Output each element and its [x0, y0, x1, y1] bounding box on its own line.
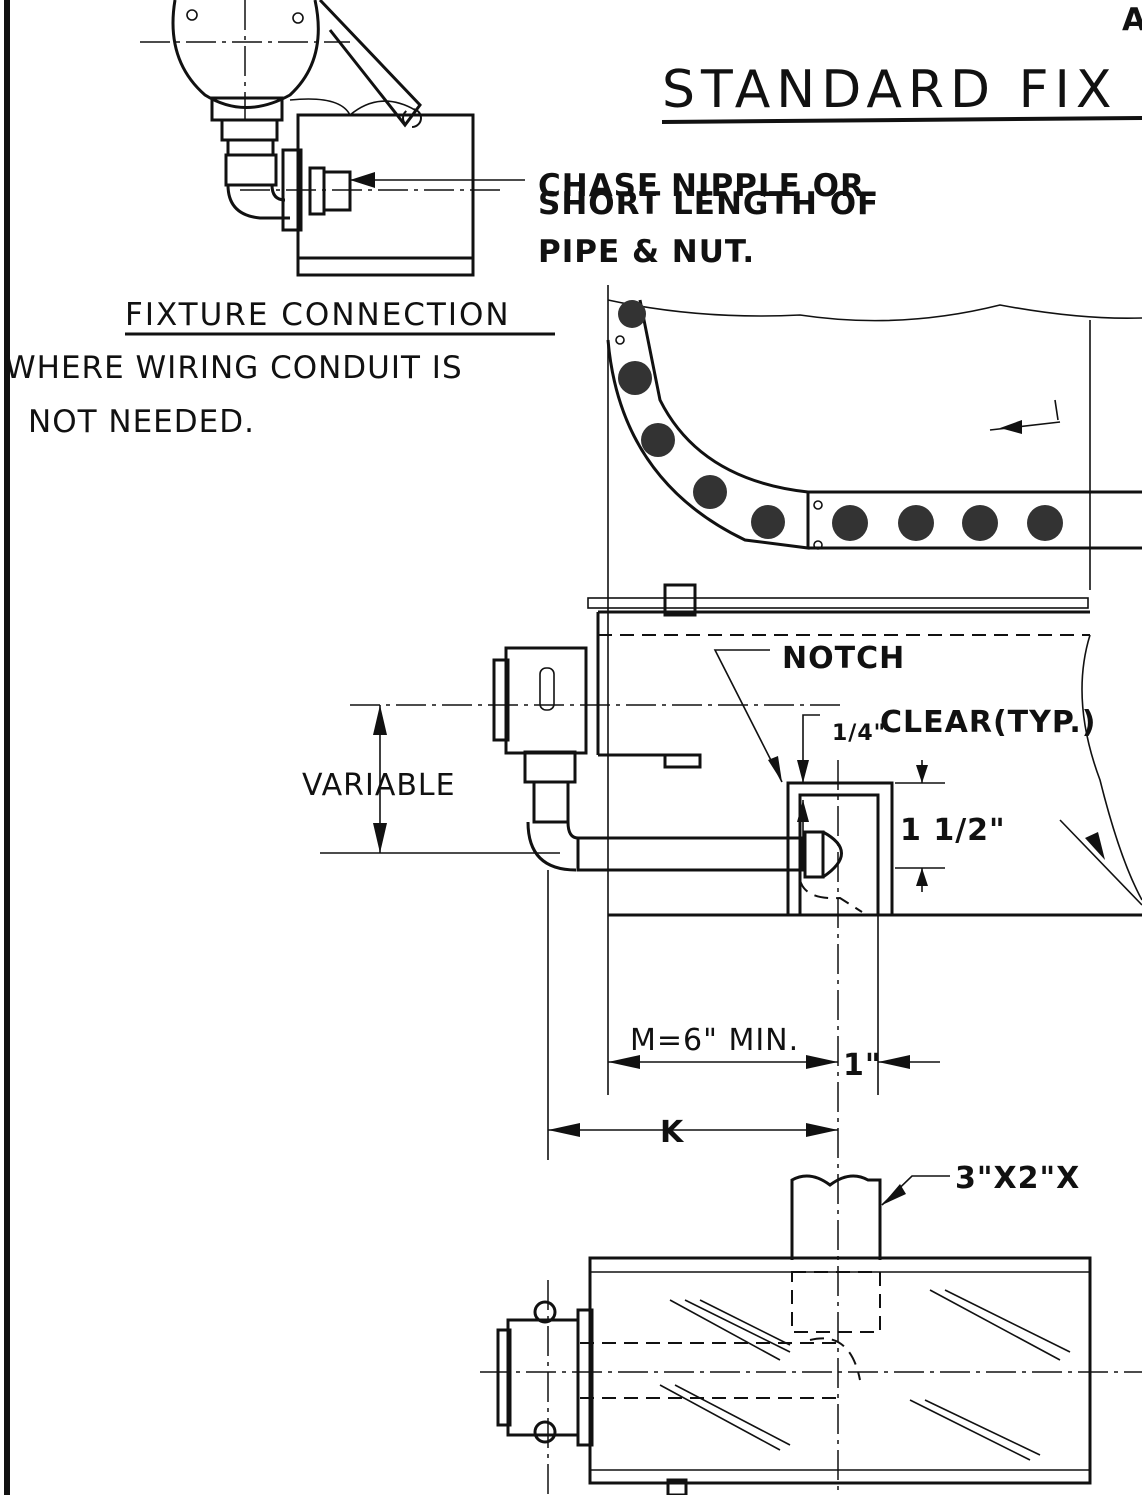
detail-caption-line-2: NOT NEEDED.	[28, 404, 255, 440]
m-dim-label: M=6" MIN.	[630, 1023, 799, 1058]
tube-label: 3"X2"X	[955, 1161, 1080, 1196]
variable-label: VARIABLE	[302, 768, 456, 803]
notch-label: NOTCH	[782, 641, 905, 676]
dimensions	[373, 649, 950, 1206]
chase-note: CHASE NIPPLE OR SHORT LENGTH OF PIPE & N…	[538, 168, 879, 270]
detail-title: FIXTURE CONNECTION	[125, 297, 511, 333]
fixture-plan-view	[480, 1174, 1142, 1497]
detail-caption-line-1: WHERE WIRING CONDUIT IS	[5, 350, 463, 386]
clear-fraction: 1/4"	[832, 721, 886, 746]
title-underline	[661, 116, 1142, 124]
fixture-connection-detail	[140, 0, 525, 277]
clear-label: CLEAR(TYP.)	[880, 705, 1096, 740]
chase-note-line-1: CHASE NIPPLE OR	[538, 168, 865, 204]
chase-note-line-3: PIPE & NUT.	[538, 234, 755, 270]
corner-letter: A	[1122, 2, 1142, 38]
chase-note-line-2: SHORT LENGTH OF	[538, 186, 879, 222]
sheet-title: STANDARD FIX	[662, 60, 1117, 120]
one-inch-label: 1"	[843, 1048, 882, 1083]
k-label: K	[660, 1115, 685, 1150]
height-label: 1 1/2"	[900, 813, 1006, 848]
fixture-elevation	[320, 285, 1142, 1495]
